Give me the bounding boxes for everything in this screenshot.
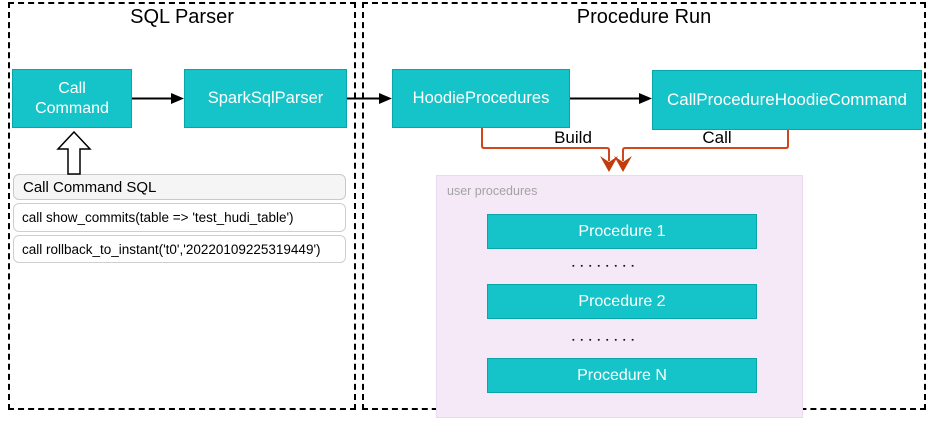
- sql-parser-lane: [8, 2, 356, 410]
- ellipsis-dots: ▪▪▪▪▪▪▪▪: [572, 263, 640, 270]
- user-procedures-label: user procedures: [447, 184, 538, 198]
- spark-sql-parser-node: SparkSqlParser: [184, 69, 347, 128]
- procedure-run-lane-title: Procedure Run: [576, 6, 712, 28]
- ellipsis-dots: ▪▪▪▪▪▪▪▪: [572, 337, 640, 344]
- build-edge-label: Build: [554, 128, 592, 147]
- sql-panel-header: Call Command SQL: [13, 174, 346, 200]
- call-command-node: Call Command: [12, 69, 132, 128]
- sql-parser-lane-title: SQL Parser: [130, 6, 234, 28]
- call-procedure-hoodie-command-node: CallProcedureHoodieCommand: [652, 70, 922, 130]
- hoodie-procedures-node: HoodieProcedures: [392, 69, 570, 128]
- user-procedures-container: user procedures Procedure 1 ▪▪▪▪▪▪▪▪ Pro…: [436, 175, 803, 418]
- sql-row-rollback-to-instant: call rollback_to_instant('t0','202201092…: [13, 235, 346, 263]
- sql-row-show-commits: call show_commits(table => 'test_hudi_ta…: [13, 203, 346, 232]
- call-edge-label: Call: [702, 128, 732, 147]
- procedure-2-node: Procedure 2: [487, 284, 757, 319]
- procedure-n-node: Procedure N: [487, 358, 757, 393]
- procedure-1-node: Procedure 1: [487, 214, 757, 249]
